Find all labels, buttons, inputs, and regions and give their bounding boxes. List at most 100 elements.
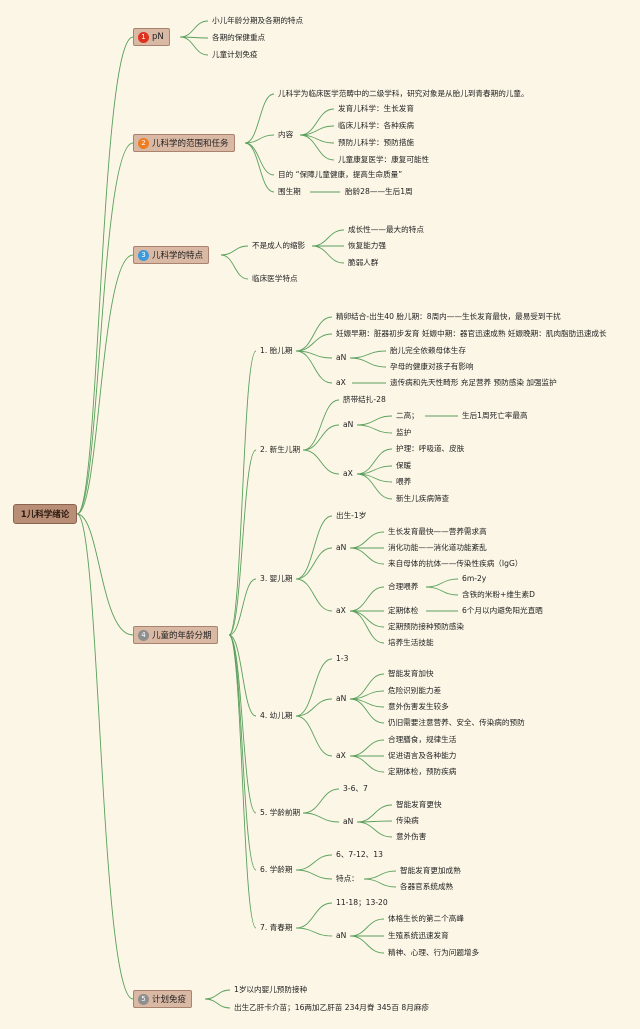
number-badge-icon: 5: [138, 993, 149, 1005]
aN-label: aN: [343, 817, 354, 826]
connector-curve: [76, 254, 134, 515]
branch-title: 儿科学的范围和任务: [152, 139, 229, 149]
content-label: 内容: [278, 130, 294, 139]
clinical-features: 临床医学特点: [252, 274, 298, 283]
branch-title: pN: [152, 32, 164, 42]
neonatal-er-gao-note: 生后1周死亡率最高: [462, 411, 528, 420]
connector-curve: [349, 531, 385, 549]
connector-curve: [220, 254, 249, 280]
infant-feeding-item: 含铁的米粉+维生素D: [462, 590, 535, 599]
connector-curve: [356, 415, 393, 426]
connector-curve: [425, 586, 459, 596]
stage-range: 出生-1岁: [336, 511, 367, 520]
stage-label: 5. 学龄前期: [260, 808, 301, 817]
aN-label: aN: [336, 931, 347, 940]
connector-curve: [179, 36, 209, 56]
infant-aX-item: 定期预防接种预防感染: [388, 622, 464, 631]
adolescent-aN-item: 生殖系统迅速发育: [388, 931, 449, 940]
connector-curve: [295, 854, 333, 871]
branch-scope-tasks[interactable]: 2 儿科学的范围和任务: [133, 134, 235, 152]
fetal-line: 妊娠早期：脏器初步发育 妊娠中期：器官迅速成熟 妊娠晚期：肌肉脂肪迅速成长: [336, 329, 607, 338]
stage-label: 7. 青春期: [260, 923, 293, 932]
branch-immunization[interactable]: 5 计划免疫: [133, 990, 193, 1008]
stage-range: 1-3: [336, 654, 349, 663]
infant-aX-item: 培养生活技能: [388, 638, 434, 647]
immunization-item: 出生乙肝卡介苗；16两加乙肝苗 234月脊 345百 8月麻疹: [234, 1003, 430, 1012]
branch-age-stages[interactable]: 4 儿童的年龄分期: [133, 626, 218, 644]
connector-curve: [295, 515, 333, 580]
connector-curve: [349, 610, 385, 644]
connector-curve: [299, 108, 335, 136]
toddler-aX-item: 合理膳食，规律生活: [388, 735, 457, 744]
connector-curve: [228, 634, 257, 717]
connector-curve: [204, 989, 231, 1000]
root-title: 1儿科学绪论: [20, 510, 70, 520]
pn-item: 儿童计划免疫: [212, 50, 258, 59]
trait-item: 恢复能力强: [348, 241, 386, 250]
connector-curve: [302, 788, 340, 814]
toddler-aX-item: 促进语言及各种能力: [388, 751, 457, 760]
neonatal-monitor: 监护: [396, 428, 412, 437]
toddler-aN-item: 仍旧需要注意营养、安全、传染病的预防: [388, 718, 525, 727]
connector-curve: [349, 935, 385, 954]
connector-curve: [349, 547, 385, 565]
connector-curve: [349, 586, 385, 612]
preschool-aN-item: 意外伤害: [396, 832, 427, 841]
branch-features[interactable]: 3 儿科学的特点: [133, 246, 210, 264]
toddler-aN-item: 意外伤害发生较多: [388, 702, 449, 711]
content-item: 发育儿科学：生长发育: [338, 104, 414, 113]
stage-label: 4. 幼儿期: [260, 711, 293, 720]
pn-item: 各期的保健重点: [212, 33, 266, 42]
connector-curve: [76, 513, 134, 636]
connector-curve: [363, 870, 397, 880]
connector-curve: [349, 918, 385, 937]
connector-curve: [76, 513, 134, 1000]
connector-curve: [220, 245, 249, 256]
branch-title: 儿科学的特点: [152, 251, 204, 261]
fetal-aN-item: 胎儿完全依赖母体生存: [390, 346, 466, 355]
number-badge-icon: 2: [138, 137, 149, 149]
infant-aN-item: 生长发育最快——营养需求高: [388, 527, 487, 536]
aX-label: aX: [343, 469, 353, 478]
connector-curve: [244, 142, 275, 193]
immunization-item: 1岁以内婴儿预防接种: [234, 985, 308, 994]
connector-curve: [179, 20, 209, 38]
connector-curve: [356, 804, 393, 823]
aN-label: aN: [336, 543, 347, 552]
school-feature-item: 各器官系统成熟: [400, 882, 454, 891]
fetal-aX-text: 遗传病和先天性畸形 充足营养 预防感染 加强监护: [390, 378, 557, 387]
neonatal-aX-item: 喂养: [396, 477, 412, 486]
connector-curve: [295, 715, 333, 757]
number-badge-icon: 4: [138, 629, 149, 641]
stage-label: 1. 胎儿期: [260, 346, 293, 355]
connector-curve: [204, 998, 231, 1009]
adolescent-aN-item: 精神、心理、行为问题增多: [388, 948, 480, 957]
stage-range: 11-18；13-20: [336, 898, 388, 907]
aN-label: aN: [336, 353, 347, 362]
scope-intro: 儿科学为临床医学范畴中的二级学科，研究对象是从胎儿到青春期的儿童。: [278, 89, 529, 98]
toddler-aX-item: 定期体检，预防疾病: [388, 767, 457, 776]
aN-label: aN: [336, 694, 347, 703]
connector-curve: [295, 578, 333, 612]
branch-pn[interactable]: 1 pN: [133, 28, 170, 46]
neonatal-aX-item: 新生儿疾病筛查: [396, 494, 450, 503]
infant-aN-item: 来自母体的抗体——传染性疾病（IgG）: [388, 559, 523, 568]
root-node[interactable]: 1儿科学绪论: [13, 504, 77, 524]
content-item: 临床儿科学：各种疾病: [338, 121, 414, 130]
connector-curve: [299, 125, 335, 136]
connector-curve: [295, 927, 333, 937]
connector-curve: [311, 245, 345, 264]
connector-curve: [356, 821, 393, 838]
infant-checkup: 定期体检: [388, 606, 419, 615]
school-feature-item: 智能发育更加成熟: [400, 866, 461, 875]
stage-label: 2. 新生儿期: [260, 445, 301, 454]
connector-curve: [349, 698, 385, 724]
connector-curve: [244, 134, 275, 144]
connector-curve: [299, 134, 335, 161]
infant-feeding: 合理喂养: [388, 582, 419, 591]
connector-curve: [295, 333, 333, 352]
stage-range: 3-6、7: [343, 784, 368, 793]
infant-checkup-note: 6个月以内避免阳光直晒: [462, 606, 543, 615]
perinatal-range: 胎龄28——生后1周: [345, 187, 413, 196]
